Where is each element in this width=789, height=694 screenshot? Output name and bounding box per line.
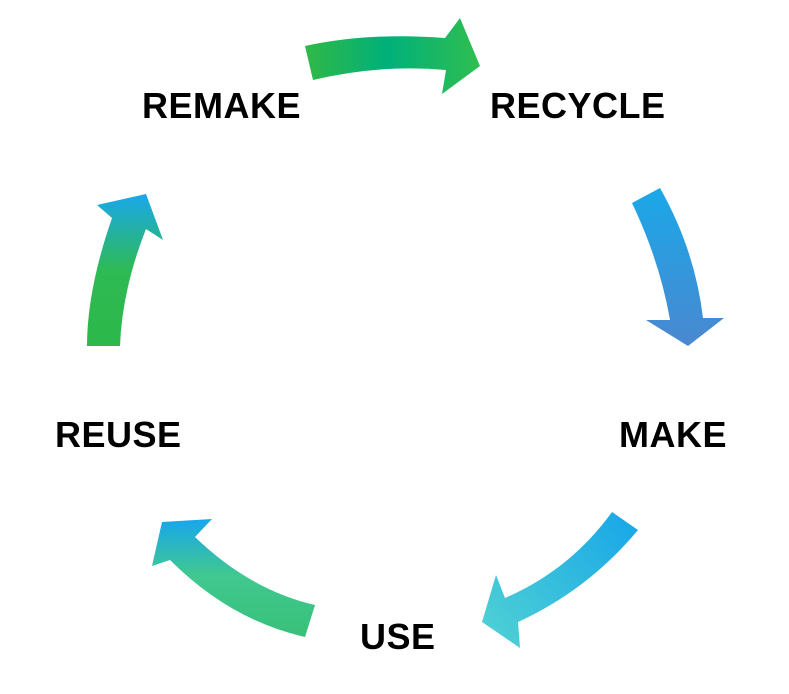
stage-label-remake: REMAKE [142,85,302,126]
stage-label-use: USE [360,616,436,657]
arrow-recycle-to-make [632,188,724,346]
arrow-remake-to-recycle [305,18,480,94]
stage-label-make: MAKE [619,414,727,455]
arrow-use-to-reuse [152,519,315,637]
arrow-reuse-to-remake [87,194,163,346]
arrow-make-to-use [482,512,638,648]
stage-label-reuse: REUSE [55,414,182,455]
stage-label-recycle: RECYCLE [490,85,666,126]
